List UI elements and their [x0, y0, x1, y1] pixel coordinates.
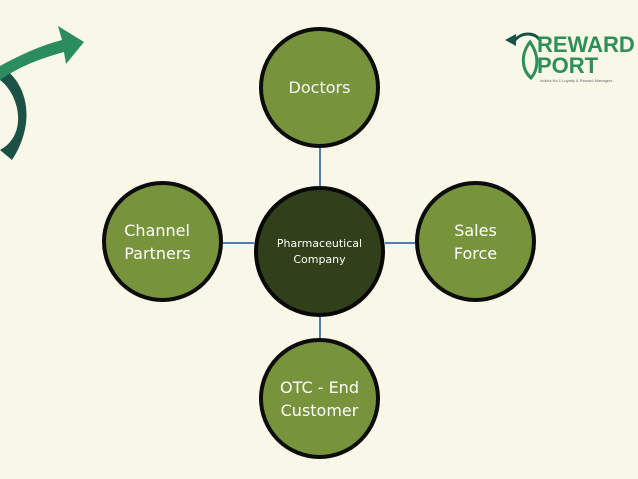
- node-channel-partners: Channel Partners: [102, 181, 223, 302]
- node-doctors-label: Doctors: [288, 78, 351, 97]
- logo-word-reward: REWARD: [537, 32, 635, 57]
- node-sales-force: Sales Force: [415, 181, 536, 302]
- node-pharmaceutical-company-label: Pharmaceutical Company: [276, 236, 363, 266]
- node-otc-end-customer-label: OTC - End Customer: [280, 377, 359, 420]
- node-pharmaceutical-company: Pharmaceutical Company: [254, 186, 385, 317]
- logo-tagline: India's No.1 Loyalty & Reward Managers: [540, 78, 613, 83]
- curved-arrow-icon: [0, 26, 84, 160]
- node-otc-end-customer: OTC - End Customer: [259, 338, 380, 459]
- node-sales-force-label: Sales Force: [453, 220, 498, 263]
- connectors: [223, 148, 415, 338]
- node-doctors: Doctors: [259, 27, 380, 148]
- logo-word-port: PORT: [537, 53, 599, 78]
- node-channel-partners-label: Channel Partners: [124, 220, 191, 263]
- reward-port-logo: REWARD PORT India's No.1 Loyalty & Rewar…: [503, 28, 635, 90]
- reward-port-logo-mark-icon: [505, 32, 542, 81]
